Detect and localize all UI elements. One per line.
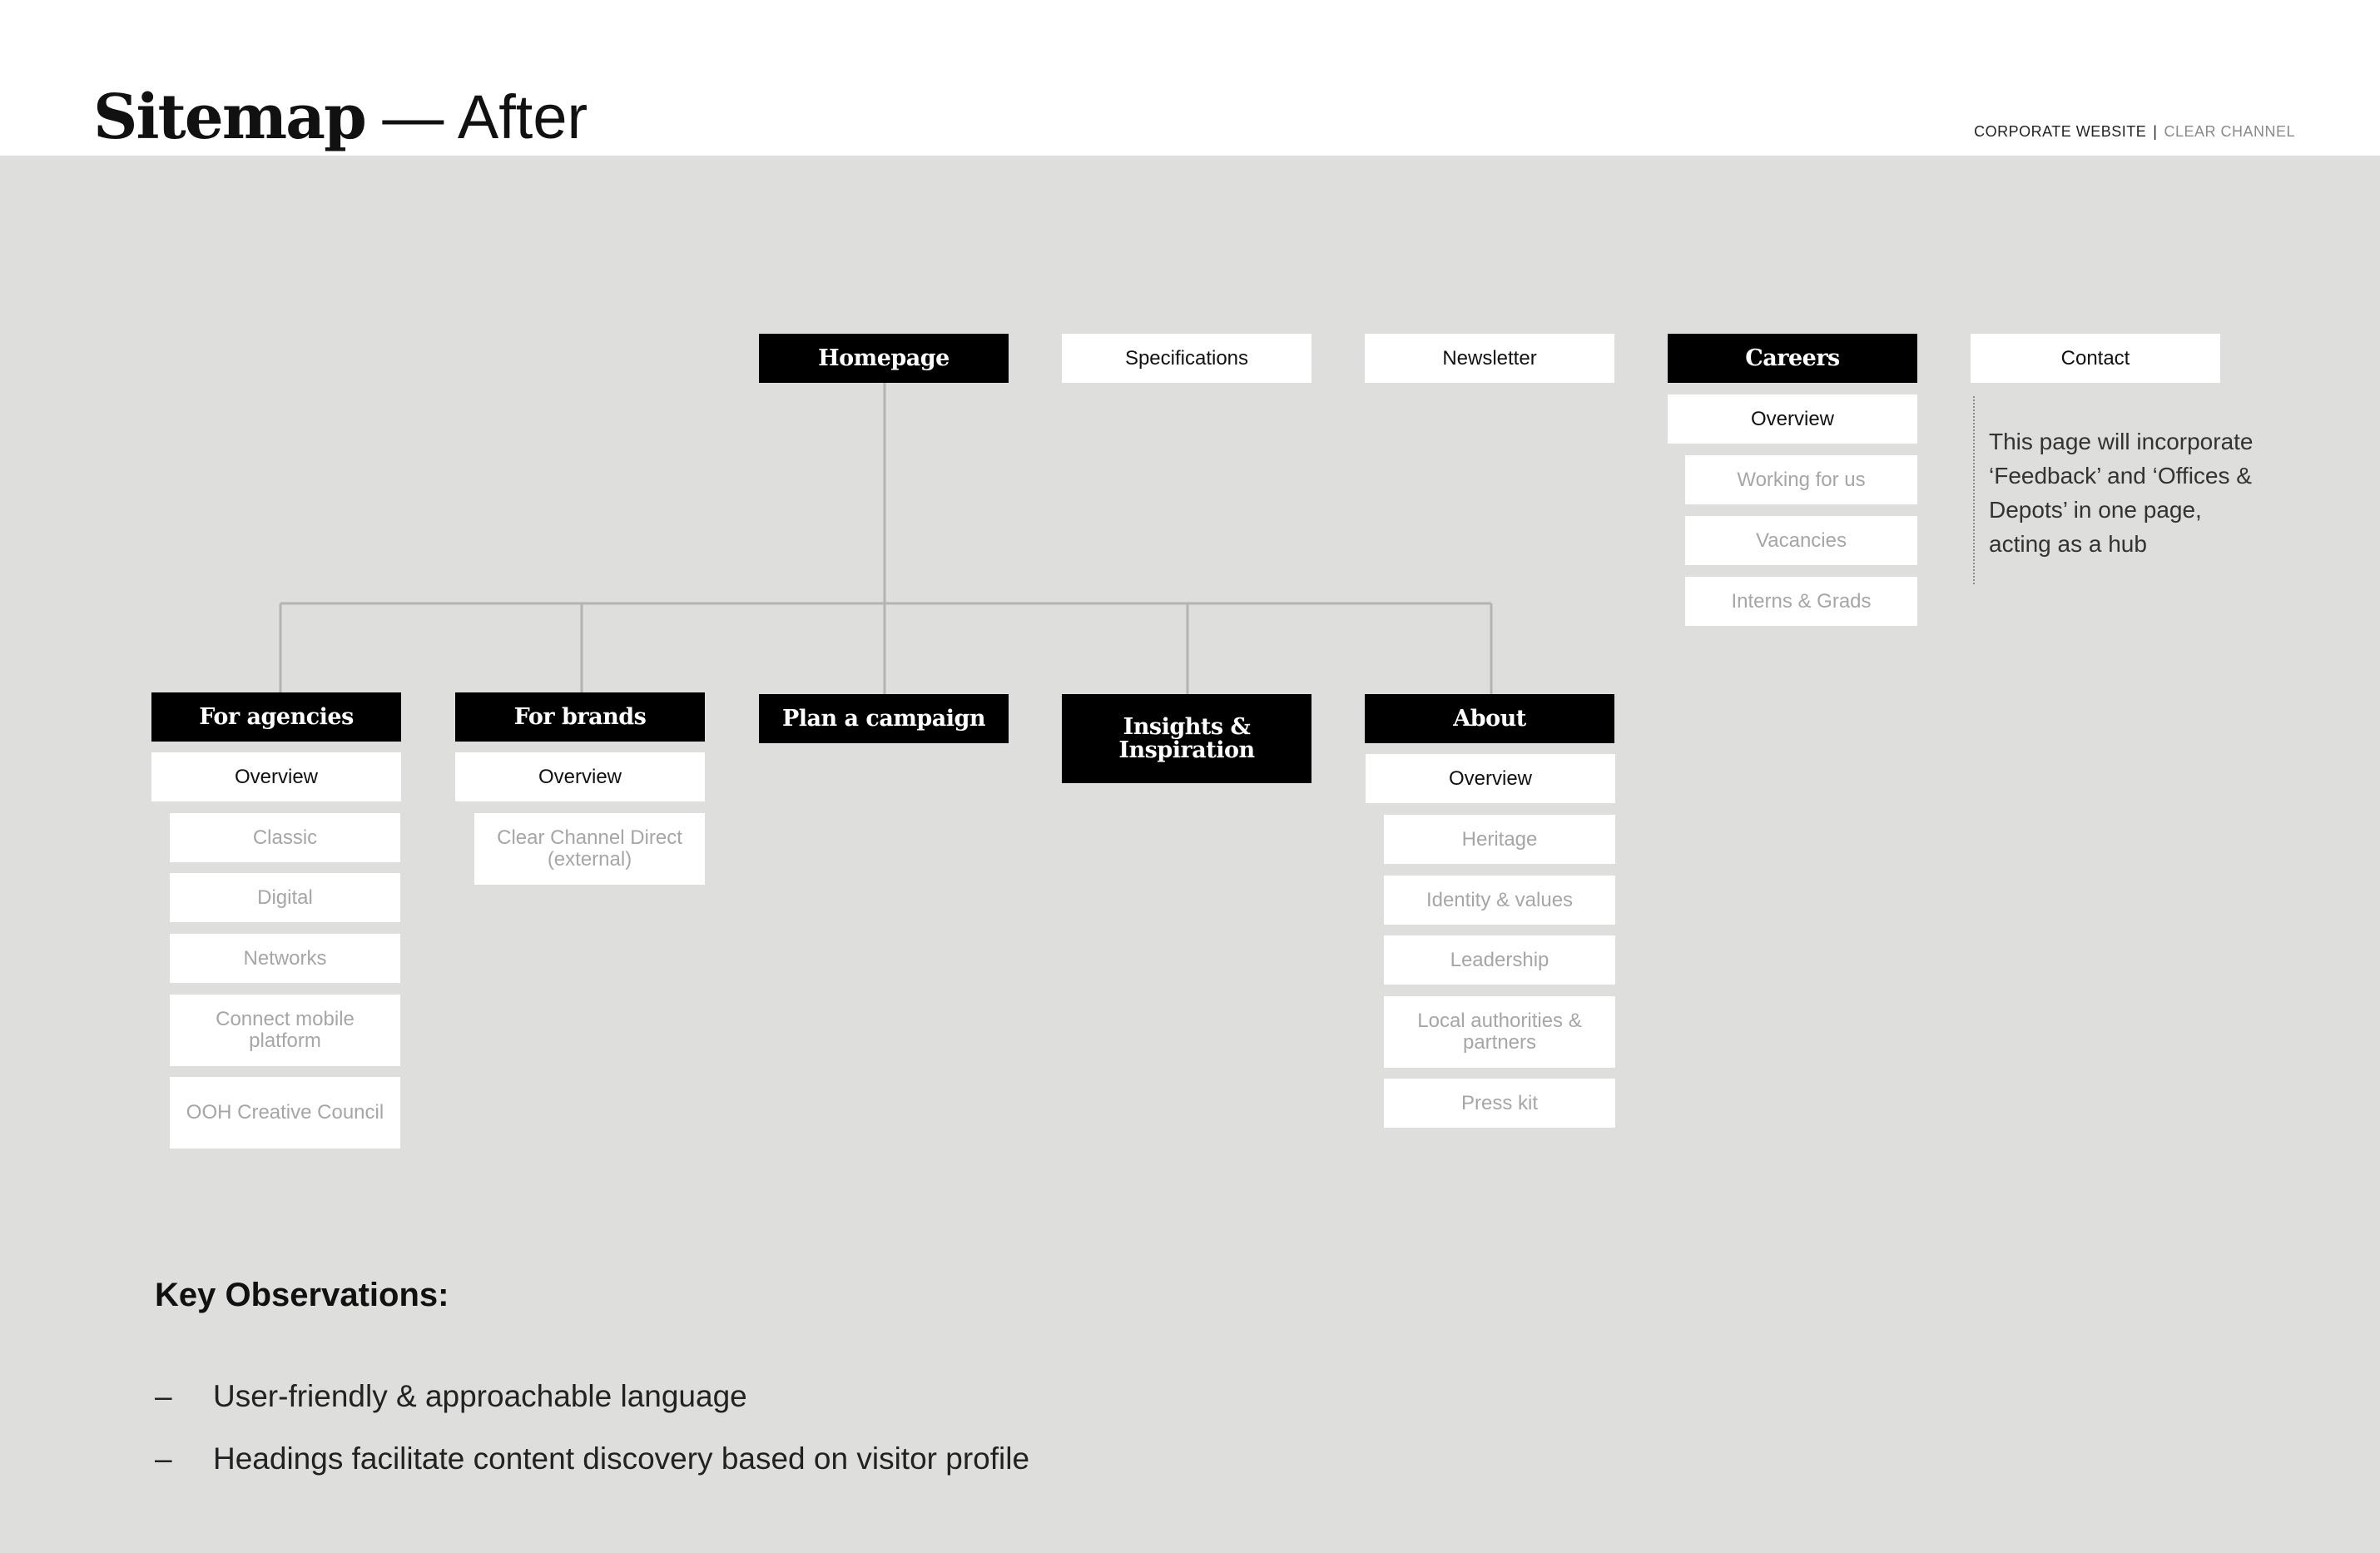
brands-clear-channel-direct: Clear Channel Direct (external)	[474, 813, 705, 885]
about-heritage: Heritage	[1384, 815, 1615, 864]
node-homepage: Homepage	[759, 334, 1009, 383]
node-newsletter: Newsletter	[1365, 334, 1614, 383]
agencies-ooh-creative-council: OOH Creative Council	[170, 1077, 400, 1149]
observation-text: Headings facilitate content discovery ba…	[213, 1441, 1030, 1476]
title-suffix: — After	[382, 82, 588, 151]
brands-overview: Overview	[455, 752, 705, 801]
careers-working-for-us: Working for us	[1685, 455, 1917, 504]
project-separator: |	[2153, 123, 2158, 140]
page-title: Sitemap — After	[93, 72, 588, 163]
observation-text: User-friendly & approachable language	[213, 1378, 747, 1413]
careers-vacancies: Vacancies	[1685, 516, 1917, 565]
careers-interns-grads: Interns & Grads	[1685, 577, 1917, 626]
observation-item: – User-friendly & approachable language	[155, 1365, 1029, 1427]
agencies-classic: Classic	[170, 813, 400, 862]
node-about: About	[1365, 694, 1614, 743]
observations-list: – User-friendly & approachable language …	[155, 1365, 1029, 1490]
node-for-agencies: For agencies	[151, 692, 401, 742]
agencies-connect-mobile-platform: Connect mobile platform	[170, 995, 400, 1066]
project-name: CORPORATE WEBSITE	[1974, 123, 2147, 140]
bullet-dash: –	[155, 1378, 172, 1413]
observations-heading: Key Observations:	[155, 1277, 449, 1313]
contact-note: This page will incorporate ‘Feedback’ an…	[1989, 429, 2254, 557]
note-divider	[1973, 396, 1975, 584]
about-local-authorities-partners: Local authorities & partners	[1384, 996, 1615, 1068]
agencies-overview: Overview	[151, 752, 401, 801]
node-contact: Contact	[1971, 334, 2220, 383]
careers-overview: Overview	[1668, 394, 1917, 444]
sitemap-canvas: Homepage Specifications Newsletter Caree…	[0, 156, 2380, 1553]
page-header: Sitemap — After CORPORATE WEBSITE | CLEAR …	[0, 0, 2380, 156]
about-leadership: Leadership	[1384, 935, 1615, 985]
title-main: Sitemap	[93, 82, 367, 153]
about-overview: Overview	[1366, 754, 1615, 803]
node-insights-inspiration: Insights & Inspiration	[1062, 694, 1311, 783]
observation-item: – Headings facilitate content discovery …	[155, 1427, 1029, 1490]
about-identity-values: Identity & values	[1384, 876, 1615, 925]
agencies-digital: Digital	[170, 873, 400, 922]
about-press-kit: Press kit	[1384, 1079, 1615, 1128]
node-for-brands: For brands	[455, 692, 705, 742]
node-specifications: Specifications	[1062, 334, 1311, 383]
node-plan-a-campaign: Plan a campaign	[759, 694, 1009, 743]
client-name: CLEAR CHANNEL	[2164, 123, 2295, 140]
node-careers: Careers	[1668, 334, 1917, 383]
agencies-networks: Networks	[170, 934, 400, 983]
bullet-dash: –	[155, 1441, 172, 1476]
project-label: CORPORATE WEBSITE | CLEAR CHANNEL	[1974, 123, 2295, 141]
